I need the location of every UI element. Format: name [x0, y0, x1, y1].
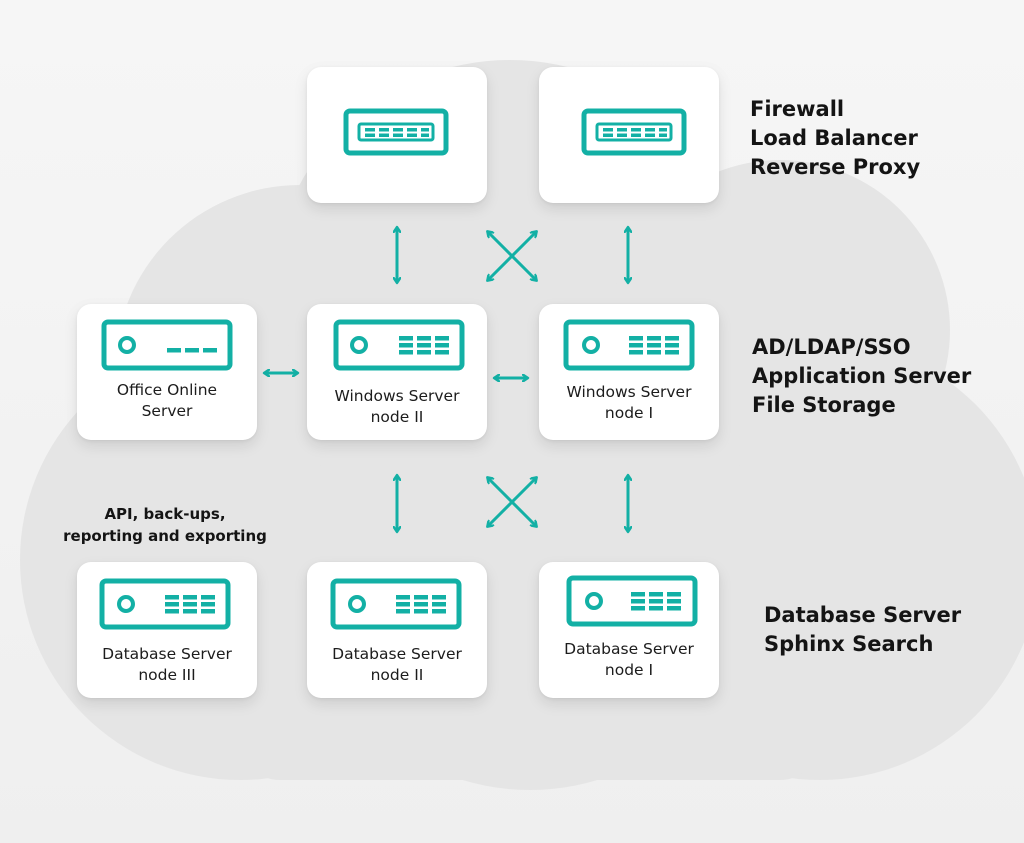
server-icon: [101, 319, 233, 371]
node-label: Database Server node III: [102, 645, 232, 684]
server-icon: [333, 319, 465, 371]
database-server-node-3[interactable]: Database Server node III: [77, 562, 257, 698]
windows-server-node-1[interactable]: Windows Server node I: [539, 304, 719, 440]
api-note: API, back-ups, reporting and exporting: [63, 505, 267, 545]
tier-label-application: AD/LDAP/SSO Application Server File Stor…: [752, 335, 972, 417]
server-icon: [563, 319, 695, 371]
windows-server-node-2[interactable]: Windows Server node II: [307, 304, 487, 440]
node-label: Database Server node II: [332, 645, 462, 684]
node-label: Windows Server node I: [566, 383, 692, 422]
server-icon: [566, 575, 698, 627]
connector-cross-top-b: [488, 232, 536, 280]
proxy-node-1[interactable]: [307, 67, 487, 203]
tier-label-proxy: Firewall Load Balancer Reverse Proxy: [750, 97, 921, 179]
tier-label-database: Database Server Sphinx Search: [764, 603, 962, 656]
connector-cross-bottom-b: [488, 478, 536, 526]
database-server-node-2[interactable]: Database Server node II: [307, 562, 487, 698]
node-label: Windows Server node II: [334, 387, 460, 426]
proxy-node-2[interactable]: [539, 67, 719, 203]
node-label: Office Online Server: [116, 381, 218, 420]
network-switch-icon: [581, 108, 687, 156]
network-switch-icon: [343, 108, 449, 156]
server-icon: [330, 578, 462, 630]
server-icon: [99, 578, 231, 630]
office-online-server-node[interactable]: Office Online Server: [77, 304, 257, 440]
database-server-node-1[interactable]: Database Server node I: [539, 562, 719, 698]
node-label: Database Server node I: [564, 640, 694, 679]
